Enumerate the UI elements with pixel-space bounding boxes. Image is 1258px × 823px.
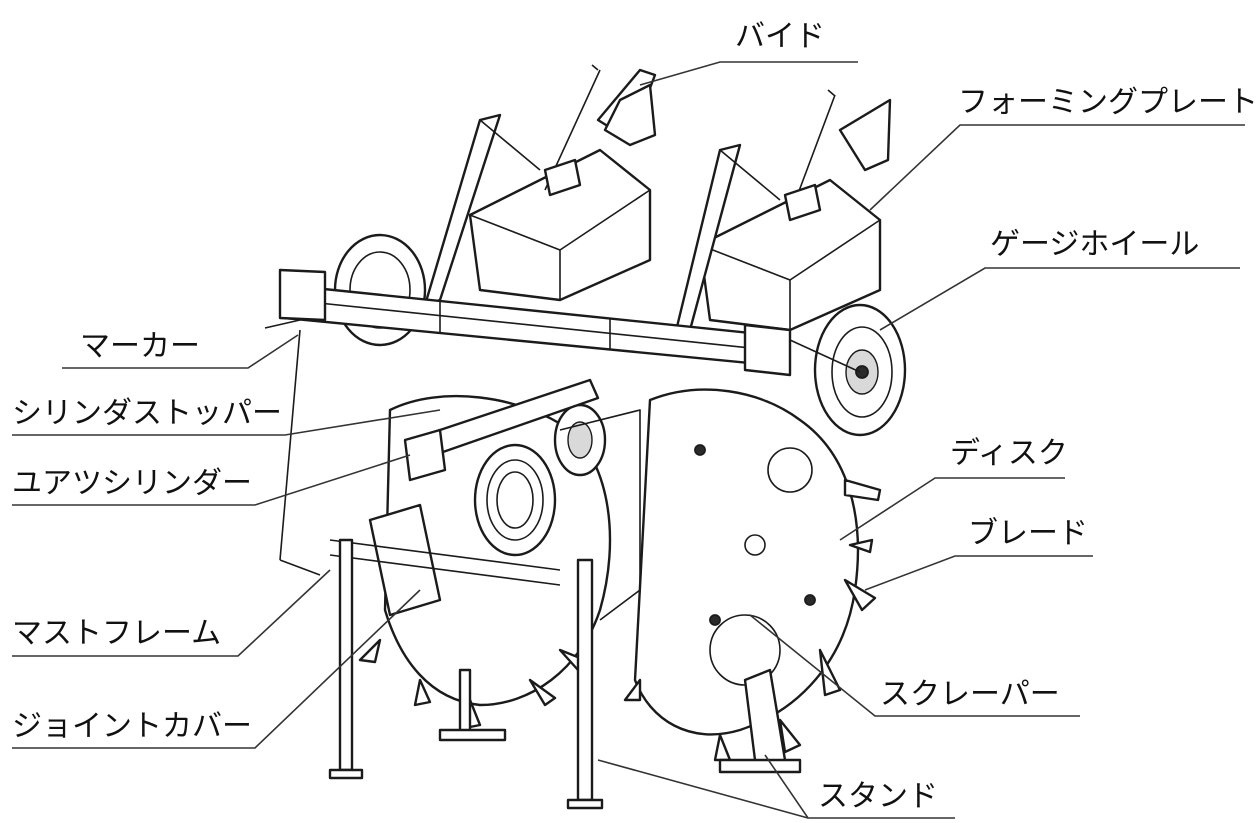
leader-stand-2 <box>597 759 809 819</box>
label-bide: バイド <box>735 19 825 54</box>
leader-lines <box>12 61 1245 819</box>
forming-plate-right <box>838 98 892 172</box>
label-mast-frame: マストフレーム <box>12 616 221 651</box>
leader-blade <box>864 555 1093 591</box>
label-blade: ブレード <box>968 516 1088 551</box>
mast-frame <box>368 503 442 617</box>
hopper-right <box>698 178 882 332</box>
blade-group-left <box>358 638 587 730</box>
stand-front <box>576 558 594 802</box>
label-cylinder-stopper: シリンダストッパー <box>12 396 282 431</box>
callout-labels: バイド フォーミングプレート ゲージホイール マーカー シリンダストッパー ユア… <box>12 19 1258 814</box>
leader-cylinder-stopper <box>12 409 441 436</box>
stand-right <box>718 668 802 774</box>
marker-arm <box>264 319 321 576</box>
blade-group-right <box>623 478 882 762</box>
leader-forming-plate <box>869 124 1245 211</box>
stand-center <box>438 668 507 742</box>
label-disc: ディスク <box>950 436 1068 471</box>
leader-mast-frame <box>12 569 331 657</box>
stand-left <box>338 538 354 772</box>
label-forming-plate: フォーミングプレート <box>958 85 1258 120</box>
label-stand: スタンド <box>818 779 938 814</box>
machine-illustration <box>264 64 907 810</box>
leader-gauge-wheel <box>879 267 1240 331</box>
label-hydraulic-cylinder: ユアツシリンダー <box>12 466 252 501</box>
leader-scraper <box>749 614 1080 717</box>
leader-bide <box>639 61 858 86</box>
leader-hydraulic-cylinder <box>12 454 411 506</box>
leader-disc <box>839 477 1065 541</box>
leader-joint-cover <box>12 589 421 749</box>
label-gauge-wheel: ゲージホイール <box>990 227 1199 262</box>
label-marker: マーカー <box>80 329 200 364</box>
hopper-left <box>468 148 652 302</box>
label-joint-cover: ジョイントカバー <box>12 709 252 744</box>
label-scraper: スクレーパー <box>880 677 1060 712</box>
leader-marker <box>62 334 299 369</box>
